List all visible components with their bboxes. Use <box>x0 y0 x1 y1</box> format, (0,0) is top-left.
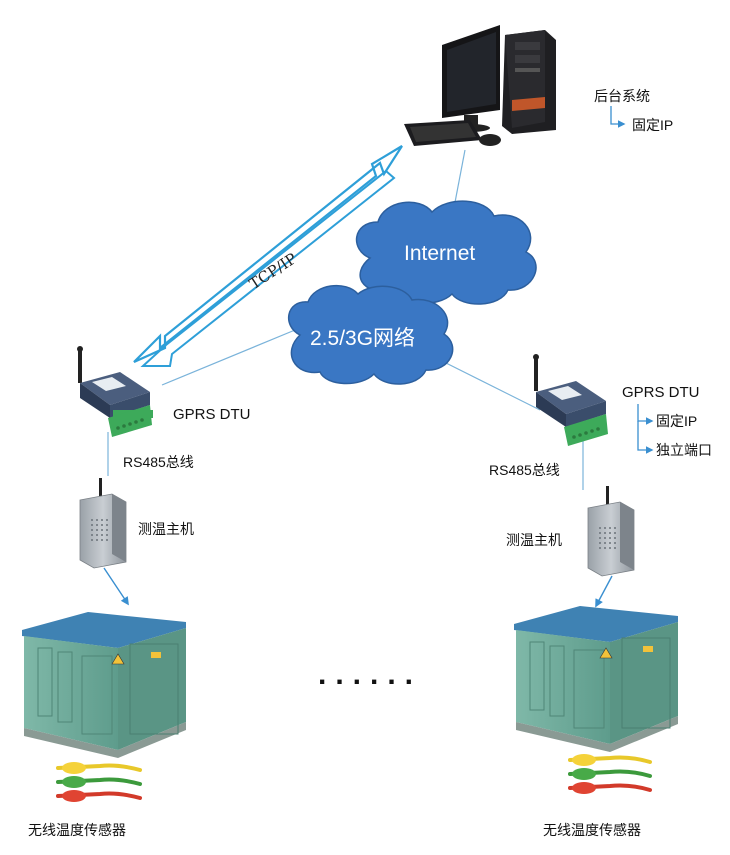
internet-label: Internet <box>404 242 476 265</box>
backend-fixed-ip-label: 固定IP <box>632 117 674 133</box>
right-bus-label: RS485总线 <box>489 462 560 478</box>
backend-system-label: 后台系统 <box>594 88 650 104</box>
mobile-network-cloud <box>287 284 454 385</box>
backend-branch-arrow <box>610 106 626 128</box>
tcp-ip-double-arrow <box>133 145 403 367</box>
left-temperature-sensors <box>56 762 142 802</box>
left-host-label: 测温主机 <box>138 521 194 537</box>
right-host-label: 测温主机 <box>506 532 562 548</box>
left-sensor-label: 无线温度传感器 <box>28 822 126 838</box>
right-temperature-host <box>587 486 635 577</box>
right-dtu-label: GPRS DTU <box>622 384 700 401</box>
left-bus-label: RS485总线 <box>123 454 194 470</box>
right-fixed-ip-label: 固定IP <box>656 413 698 429</box>
left-dtu-label: GPRS DTU <box>173 406 251 423</box>
host-to-cabinet-arrows <box>103 567 613 608</box>
right-substation-cabinet <box>514 606 678 752</box>
left-gprs-dtu <box>77 346 153 437</box>
left-substation-cabinet <box>22 612 186 758</box>
desktop-computer <box>404 25 556 146</box>
left-temperature-host <box>79 478 127 569</box>
network-label: 2.5/3G网络 <box>310 327 416 350</box>
ellipsis: ...... <box>318 658 423 691</box>
right-port-label: 独立端口 <box>656 442 712 458</box>
right-gprs-dtu <box>533 354 608 446</box>
right-dtu-branch-arrows <box>637 404 654 454</box>
right-sensor-label: 无线温度传感器 <box>543 822 641 838</box>
right-temperature-sensors <box>568 754 652 794</box>
